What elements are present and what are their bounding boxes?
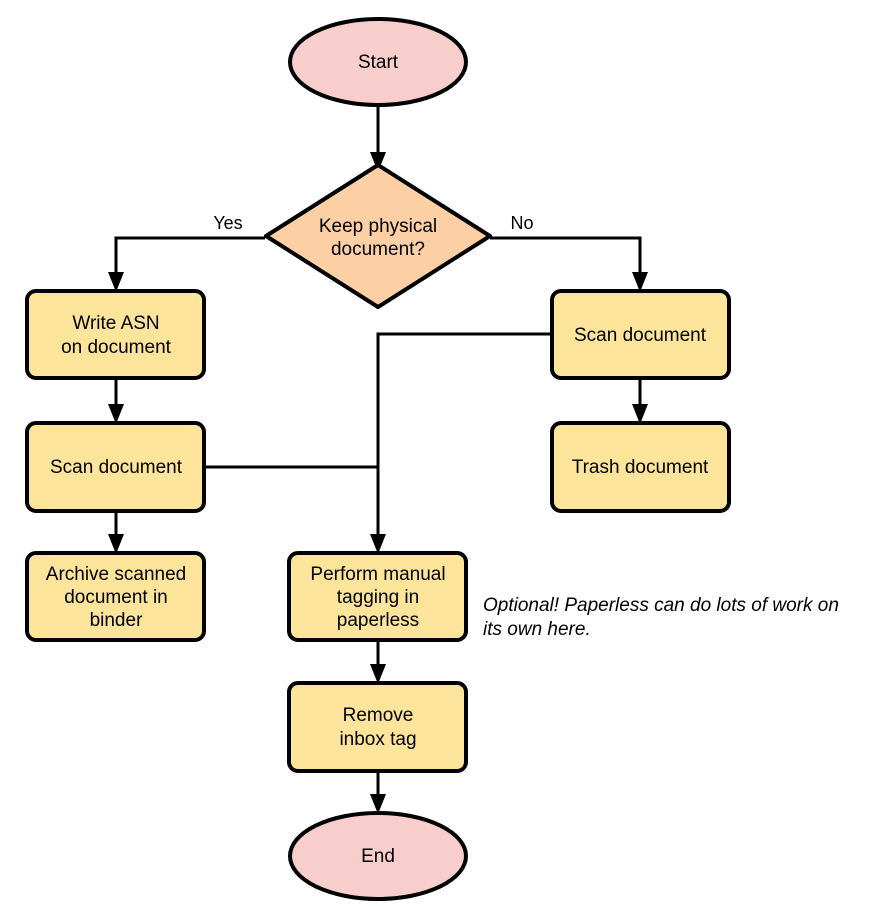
optional-note-line1: Optional! Paperless can do lots of work … (483, 595, 839, 616)
edge-tagging-to-remove-inbox (370, 640, 386, 684)
arrowhead-icon (370, 152, 386, 172)
scan-document-left-label: Scan document (50, 457, 183, 478)
arrowhead-icon (108, 404, 124, 424)
edge-write-asn-to-scan-left (108, 378, 124, 424)
edge-label-no: No (510, 213, 533, 233)
scan-document-right-label: Scan document (574, 325, 707, 346)
edge-scan-left-to-archive (108, 511, 124, 554)
decision-label-line1: Keep physical (319, 216, 437, 237)
node-perform-manual-tagging[interactable]: Perform manual tagging in paperless (287, 551, 468, 642)
tagging-label-line1: Perform manual (310, 564, 445, 585)
end-ellipse-shape[interactable] (288, 811, 468, 901)
edge-label-yes: Yes (213, 213, 242, 233)
tagging-box-shape[interactable] (287, 551, 468, 642)
arrowhead-icon (632, 272, 648, 292)
write-asn-box-shape[interactable] (25, 289, 206, 380)
arrowhead-icon (370, 664, 386, 684)
node-trash-document[interactable]: Trash document (550, 421, 731, 513)
optional-note-line2: its own here. (483, 619, 591, 640)
node-scan-document-right[interactable]: Scan document (550, 289, 731, 380)
write-asn-label-line2: on document (61, 337, 172, 358)
archive-label-line2: document in (64, 587, 168, 608)
remove-inbox-tag-box-shape[interactable] (287, 681, 468, 773)
tagging-label-line2: tagging in (337, 587, 419, 608)
edge-remove-inbox-to-end (370, 771, 386, 814)
node-scan-document-left[interactable]: Scan document (25, 421, 206, 513)
archive-label-line3: binder (90, 610, 143, 631)
archive-box-shape[interactable] (25, 551, 206, 642)
node-end[interactable]: End (288, 811, 468, 901)
decision-label-line2: document? (331, 239, 425, 260)
arrowhead-icon (370, 794, 386, 814)
scan-document-right-box-shape[interactable] (550, 289, 731, 380)
start-ellipse-shape[interactable] (288, 17, 468, 107)
edge-scan-right-to-trash (632, 378, 648, 424)
annotation-optional-note: Optional! Paperless can do lots of work … (483, 595, 839, 640)
node-remove-inbox-tag[interactable]: Remove inbox tag (287, 681, 468, 773)
write-asn-label-line1: Write ASN (72, 313, 159, 334)
tagging-label-line3: paperless (337, 610, 419, 631)
edge-decision-yes-to-write-asn (108, 236, 265, 292)
edge-start-to-decision (370, 105, 386, 172)
arrowhead-icon (632, 404, 648, 424)
arrowhead-icon (108, 534, 124, 554)
edge-decision-no-to-scan-right (490, 236, 648, 292)
node-write-asn-on-document[interactable]: Write ASN on document (25, 289, 206, 380)
node-decision-keep-physical-document[interactable]: Keep physical document? (264, 163, 492, 309)
trash-document-label: Trash document (572, 457, 709, 478)
start-label: Start (358, 52, 399, 73)
edge-scan-right-to-tagging (370, 332, 552, 554)
node-start[interactable]: Start (288, 17, 468, 107)
trash-document-box-shape[interactable] (550, 421, 731, 513)
remove-inbox-label-line2: inbox tag (339, 729, 416, 750)
arrowhead-icon (108, 272, 124, 292)
remove-inbox-label-line1: Remove (343, 705, 414, 726)
arrowhead-icon (370, 534, 386, 554)
archive-label-line1: Archive scanned (46, 564, 186, 585)
decision-diamond-shape[interactable] (264, 163, 492, 309)
end-label: End (361, 846, 395, 867)
scan-document-left-box-shape[interactable] (25, 421, 206, 513)
node-archive-scanned-document[interactable]: Archive scanned document in binder (25, 551, 206, 642)
